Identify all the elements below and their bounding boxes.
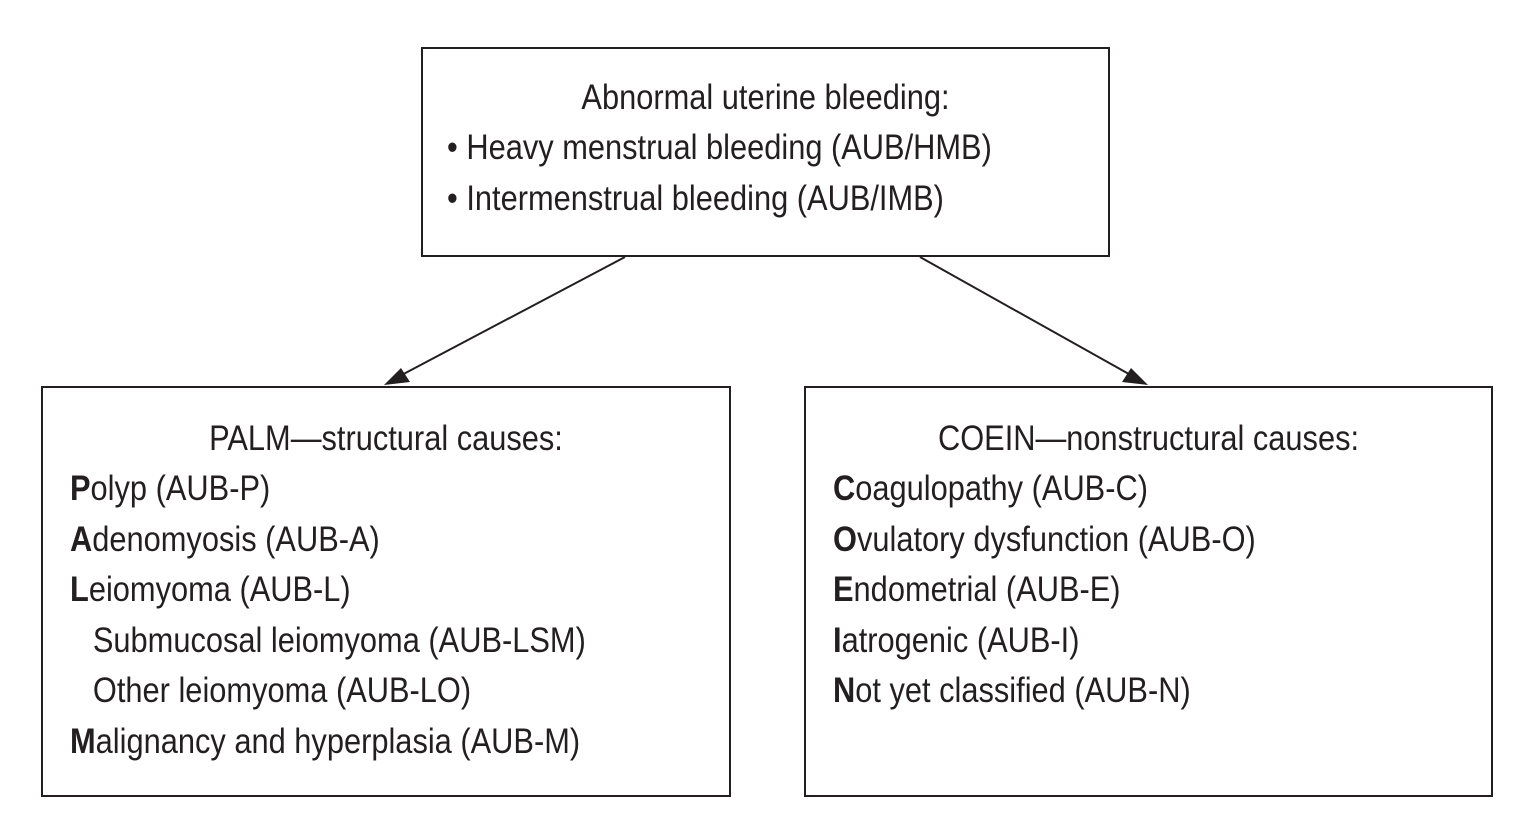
coein-list: Coagulopathy (AUB-C) Ovulatory dysfuncti…: [806, 464, 1491, 717]
palm-subitem-text: Submucosal leiomyoma (AUB-LSM): [92, 620, 586, 660]
palm-subitem-text: Other leiomyoma (AUB-LO): [92, 671, 472, 710]
palm-subitem-submucosal: Submucosal leiomyoma (AUB-LSM): [70, 616, 650, 667]
coein-item-initial: C: [833, 469, 856, 508]
coein-item-iatrogenic: Iatrogenic (AUB-I): [833, 616, 1412, 667]
coein-box: COEIN—nonstructural causes: Coagulopathy…: [804, 386, 1493, 797]
aub-definition-box: Abnormal uterine bleeding: • Heavy menst…: [421, 47, 1110, 257]
palm-item-malignancy: Malignancy and hyperplasia (AUB-M): [70, 717, 650, 768]
arrow-to-coein: [919, 256, 1148, 385]
palm-item-text: alignancy and hyperplasia (AUB-M): [95, 721, 581, 761]
aub-bullet-hmb: • Heavy menstrual bleeding (AUB/HMB): [447, 128, 992, 167]
coein-item-text: vulatory dysfunction (AUB-O): [856, 519, 1256, 559]
coein-item-ovulatory: Ovulatory dysfunction (AUB-O): [833, 515, 1412, 566]
coein-item-not-yet-classified: Not yet classified (AUB-N): [833, 666, 1412, 717]
arrow-to-palm: [384, 256, 626, 385]
coein-item-text: oagulopathy (AUB-C): [855, 469, 1148, 508]
palm-item-initial: M: [70, 721, 96, 761]
coein-item-initial: N: [833, 671, 856, 710]
palm-item-text: denomyosis (AUB-A): [92, 519, 380, 559]
palm-item-leiomyoma: Leiomyoma (AUB-L): [70, 565, 650, 616]
coein-item-coagulopathy: Coagulopathy (AUB-C): [833, 464, 1412, 515]
coein-item-initial: I: [833, 620, 842, 660]
palm-list: Polyp (AUB-P) Adenomyosis (AUB-A) Leiomy…: [43, 464, 729, 767]
aub-bullet-list: • Heavy menstrual bleeding (AUB/HMB) • I…: [423, 123, 1108, 224]
palm-title: PALM—structural causes:: [209, 419, 563, 458]
coein-title: COEIN—nonstructural causes:: [937, 419, 1360, 458]
coein-item-endometrial: Endometrial (AUB-E): [833, 565, 1412, 616]
palm-item-text: olyp (AUB-P): [90, 469, 271, 508]
palm-item-initial: P: [70, 469, 91, 508]
palm-subitem-other: Other leiomyoma (AUB-LO): [70, 666, 650, 717]
palm-item-polyp: Polyp (AUB-P): [70, 464, 650, 515]
coein-item-text: ndometrial (AUB-E): [853, 570, 1121, 609]
coein-item-initial: E: [833, 570, 854, 609]
palm-item-adenomyosis: Adenomyosis (AUB-A): [70, 515, 650, 566]
aub-bullet-imb: • Intermenstrual bleeding (AUB/IMB): [447, 178, 944, 218]
palm-box: PALM—structural causes: Polyp (AUB-P) Ad…: [41, 386, 731, 797]
palm-item-text: eiomyoma (AUB-L): [88, 570, 351, 609]
coein-item-text: atrogenic (AUB-I): [841, 620, 1080, 660]
palm-item-initial: L: [70, 570, 89, 609]
coein-item-initial: O: [833, 519, 857, 559]
aub-title: Abnormal uterine bleeding:: [581, 78, 950, 117]
palm-item-initial: A: [70, 519, 93, 559]
coein-item-text: ot yet classified (AUB-N): [855, 671, 1191, 710]
